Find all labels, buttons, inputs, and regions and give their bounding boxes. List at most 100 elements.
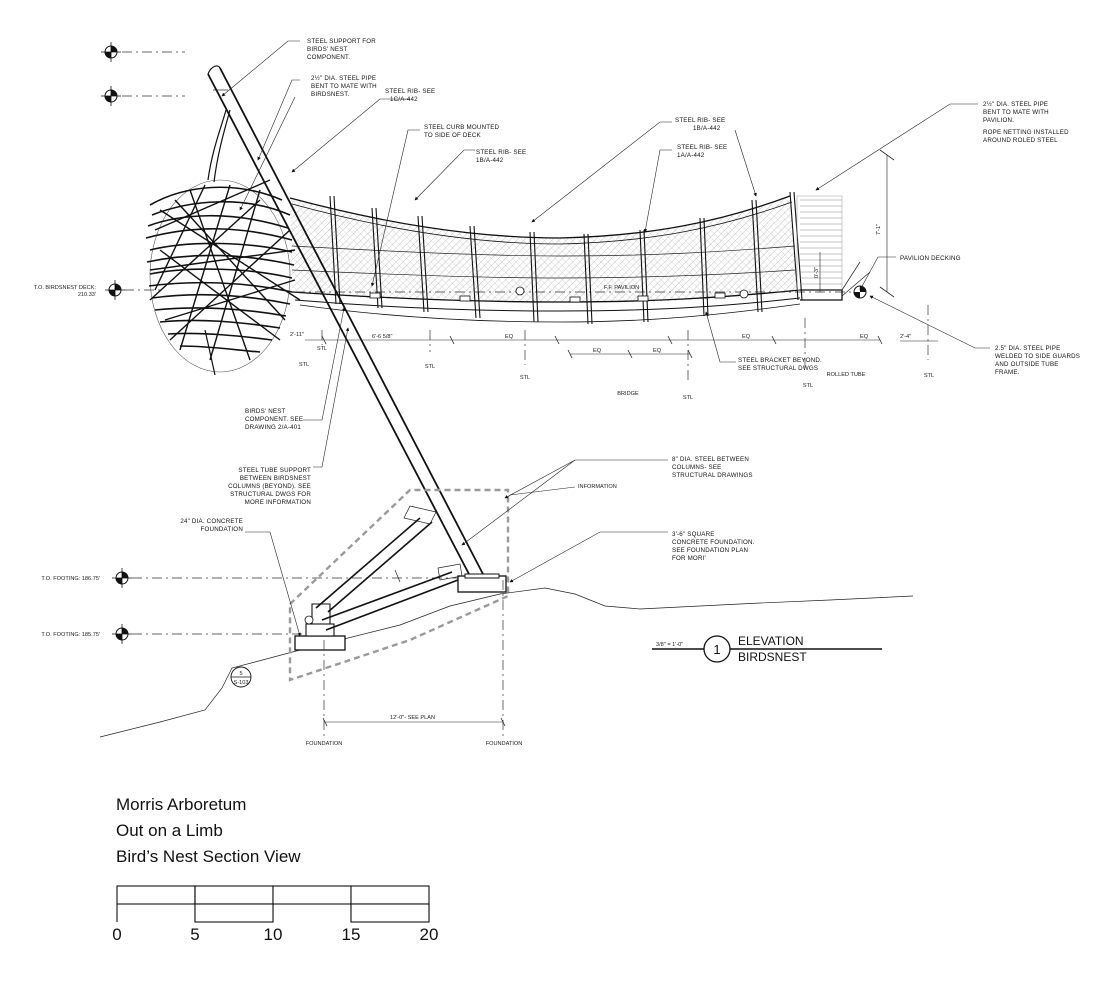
elevation-number: 1: [713, 642, 720, 657]
note-steel-bracket: STEEL BRACKET BEYOND. SEE STRUCTURAL DWG…: [738, 357, 822, 372]
dim-eq-1: EQ: [505, 334, 514, 340]
title-block: Morris Arboretum Out on a Limb Bird’s Ne…: [116, 792, 301, 870]
note-line: COMPONENT. SEE: [245, 416, 303, 423]
note-line: 1B/A-442: [476, 157, 504, 164]
scale-bar: [116, 885, 430, 923]
level-marker-top-2: [101, 86, 185, 106]
scale-tick-label: 10: [263, 925, 283, 944]
note-rib-1a: STEEL RIB- SEE 1A/A-442: [677, 144, 727, 159]
note-rope-netting: ROPE NETTING INSTALLED AROUND ROLED STEE…: [983, 129, 1069, 144]
note-line: CONCRETE FOUNDATION.: [672, 539, 755, 546]
note-concrete-square: 3'-6" SQUARE CONCRETE FOUNDATION. SEE FO…: [672, 531, 755, 562]
level-marker-footing-high: T.O. FOOTING: 186.75': [41, 568, 460, 588]
birdsnest-deck-elevation: 210.33': [78, 292, 96, 298]
section-tag-sheet: S-103: [234, 680, 249, 686]
note-line: SEE STRUCTURAL DWGS: [738, 365, 818, 372]
foundation-structure: [288, 488, 510, 682]
section-tag-number: 5: [239, 671, 242, 677]
note-line: BENT TO MATE WITH: [311, 83, 377, 90]
note-steel-8in: 8" DIA. STEEL BETWEEN COLUMNS- SEE STRUC…: [672, 456, 753, 479]
note-line: DRAWING 2/A-401: [245, 424, 301, 431]
birdsnest-deck-label: T.O. BIRDSNEST DECK:: [34, 285, 97, 291]
note-line: STEEL BRACKET BEYOND.: [738, 357, 822, 364]
note-line: SEE FOUNDATION PLAN: [672, 547, 748, 554]
bridge-structure: F.F. PAVILION: [289, 191, 871, 325]
birds-nest: [145, 109, 301, 376]
note-birds-nest-component: BIRDS' NEST COMPONENT. SEE DRAWING 2/A-4…: [245, 408, 303, 431]
note-line: 1B/A-442: [693, 125, 721, 132]
note-line: TO SIDE OF DECK: [424, 132, 482, 139]
note-line: STEEL CURB MOUNTED: [424, 124, 500, 131]
note-line: STEEL SUPPORT FOR: [307, 38, 376, 45]
elevation-title: ELEVATION: [738, 634, 804, 648]
dim-eq-3: EQ: [860, 334, 869, 340]
note-line: BIRDS' NEST: [307, 46, 348, 53]
pavilion-level-marker: [853, 285, 867, 299]
dim-12-0: 12'-0"- SEE PLAN: [390, 715, 435, 721]
note-line: STEEL TUBE SUPPORT: [238, 467, 311, 474]
scale-tick-label: 20: [419, 925, 439, 944]
note-line: 2.5" DIA. STEEL PIPE: [995, 345, 1060, 352]
note-line: STEEL RIB- SEE: [677, 144, 727, 151]
scale-tick-label: 0: [112, 925, 122, 944]
dimension-lines: [305, 149, 938, 727]
steel-ribs: [329, 191, 803, 325]
grid-tag-stl-2: STL: [317, 346, 327, 352]
dim-6-6-5-8: 6'-6 5/8": [372, 334, 392, 340]
rope-netting: [290, 196, 797, 303]
note-line: BIRDSNEST.: [311, 91, 350, 98]
note-pipe-nest: 2½" DIA. STEEL PIPE BENT TO MATE WITH BI…: [311, 75, 377, 98]
grid-tag-rolled-tube: ROLLED TUBE: [827, 372, 866, 378]
grid-tag-stl-1: STL: [299, 362, 309, 368]
note-pavilion-decking: PAVILION DECKING: [900, 255, 961, 262]
note-line: COMPONENT.: [307, 54, 350, 61]
note-rib-1b-right: STEEL RIB- SEE 1B/A-442: [675, 117, 725, 132]
dim-2-11: 2'-11": [290, 332, 304, 338]
dim-2-4: 2'-4": [900, 334, 911, 340]
grid-tag-stl-5: STL: [683, 395, 693, 401]
footing-high-label: T.O. FOOTING: 186.75': [41, 576, 100, 582]
note-line: ROPE NETTING INSTALLED: [983, 129, 1069, 136]
note-line: FOUNDATION: [201, 526, 243, 533]
dim-eq-2: EQ: [742, 334, 751, 340]
note-line: 2½" DIA. STEEL PIPE: [311, 75, 376, 82]
note-line: 3'-6" SQUARE: [672, 531, 715, 538]
footing-low-label: T.O. FOOTING: 185.75': [41, 632, 100, 638]
note-line: BENT TO MATE WITH: [983, 109, 1049, 116]
section-tag: 5 S-103: [230, 666, 252, 688]
dim-0-3: 0'-3": [814, 267, 820, 278]
note-line: STEEL RIB- SEE: [675, 117, 725, 124]
note-line: 1C/A-442: [390, 96, 418, 103]
note-concrete-24: 24" DIA. CONCRETE FOUNDATION: [180, 518, 243, 533]
grid-tags: STL STL STL STL BRIDGE STL STL ROLLED TU…: [299, 346, 934, 747]
grid-tag-stl-6: STL: [803, 383, 813, 389]
note-line: BIRDS' NEST: [245, 408, 286, 415]
level-marker-birdsnest-deck: T.O. BIRDSNEST DECK: 210.33': [34, 280, 160, 300]
ff-pavilion-label: F.F. PAVILION: [604, 285, 639, 291]
note-line: FOR MORI': [672, 555, 706, 562]
note-steel-support: STEEL SUPPORT FOR BIRDS' NEST COMPONENT.: [307, 38, 376, 61]
grid-lines: [321, 305, 929, 740]
project-subtitle: Out on a Limb: [116, 821, 223, 840]
curb-details: [369, 286, 749, 303]
note-information: INFORMATION: [578, 484, 617, 490]
note-line: 8" DIA. STEEL BETWEEN: [672, 456, 749, 463]
note-line: MORE INFORMATION: [245, 499, 311, 506]
note-curb: STEEL CURB MOUNTED TO SIDE OF DECK: [424, 124, 500, 139]
pavilion-edge: [796, 195, 871, 301]
note-rib-1b-left: STEEL RIB- SEE 1B/A-442: [476, 149, 526, 164]
ground-line: [99, 587, 914, 738]
note-line: BETWEEN BIRDSNEST: [240, 475, 311, 482]
dim-eq-4: EQ: [593, 348, 602, 354]
scale-tick-label: 5: [190, 925, 200, 944]
elevation-scale: 3/8" = 1'-0": [656, 642, 683, 648]
note-line: 1A/A-442: [677, 152, 705, 159]
dim-height: 7'-1": [876, 224, 882, 235]
note-line: PAVILION.: [983, 117, 1014, 124]
main-steel-column: [207, 65, 485, 577]
note-line: STRUCTURAL DRAWINGS: [672, 472, 753, 479]
leader-lines: [221, 40, 990, 637]
note-line: STEEL RIB- SEE: [476, 149, 526, 156]
note-steel-tube-support: STEEL TUBE SUPPORT BETWEEN BIRDSNEST COL…: [228, 467, 311, 506]
